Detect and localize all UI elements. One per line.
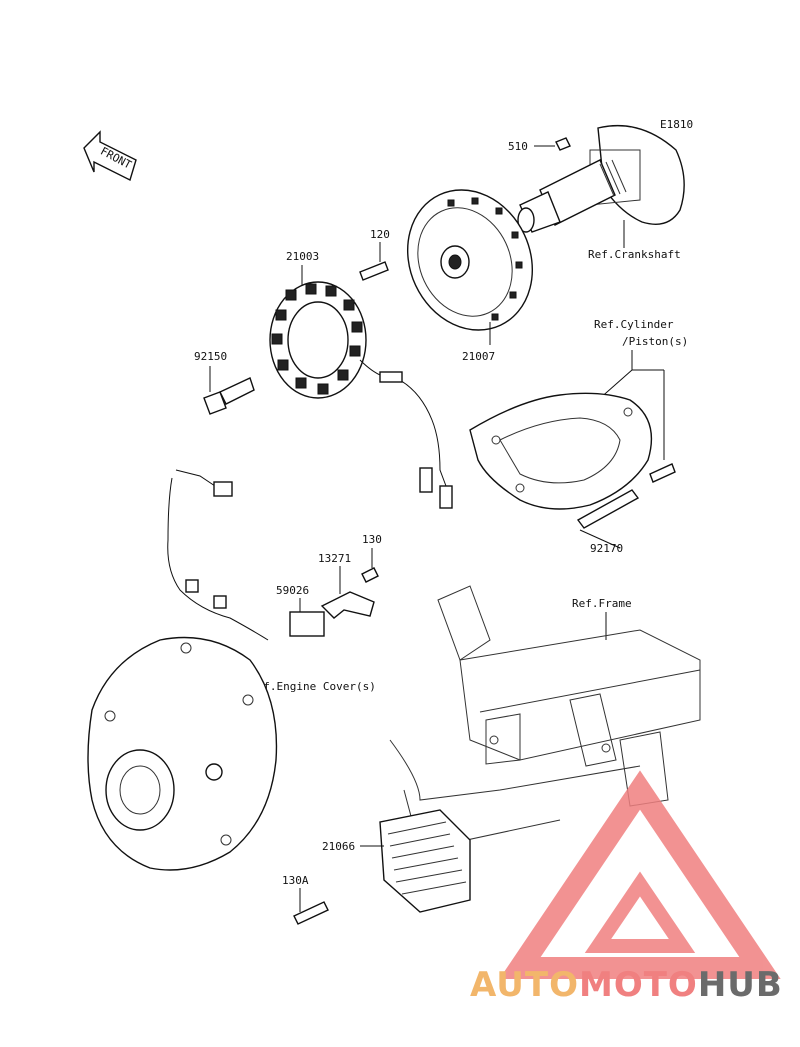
pickup-coil-drawing bbox=[289, 611, 325, 637]
engine-cover-drawing bbox=[87, 636, 278, 871]
cylinder-bolt bbox=[649, 463, 676, 483]
ref-crankshaft-label: Ref.Crankshaft bbox=[588, 248, 681, 261]
cylinder-drawing bbox=[469, 392, 653, 510]
part-label-130: 130 bbox=[362, 533, 382, 546]
bolt-92150-drawing bbox=[203, 377, 255, 415]
part-label-21007: 21007 bbox=[462, 350, 495, 363]
svg-text:AUTOMOTOHUB: AUTOMOTOHUB bbox=[470, 965, 783, 1005]
watermark-part-hub: HUB bbox=[698, 965, 783, 1005]
diagram-code: E1810 bbox=[660, 118, 693, 131]
harness-wire bbox=[167, 477, 269, 641]
stator-wire bbox=[359, 359, 447, 487]
wire-clamp bbox=[379, 371, 403, 383]
bolt-120-drawing bbox=[359, 261, 389, 281]
key-510-shape bbox=[555, 137, 571, 151]
front-arrow-icon: FRONT bbox=[83, 130, 137, 181]
bracket-13271-drawing bbox=[320, 591, 375, 619]
part-label-59026: 59026 bbox=[276, 584, 309, 597]
part-label-21003: 21003 bbox=[286, 250, 319, 263]
ref-frame-label: Ref.Frame bbox=[572, 597, 632, 610]
bolt-130a-drawing bbox=[293, 901, 329, 925]
part-label-13271: 13271 bbox=[318, 552, 351, 565]
part-label-130a: 130A bbox=[282, 874, 309, 887]
stud-92170-drawing bbox=[576, 489, 640, 529]
rotor-drawing bbox=[406, 189, 534, 331]
frame-drawing bbox=[389, 585, 701, 851]
ref-cylinder-label-1: Ref.Cylinder bbox=[594, 318, 674, 331]
regulator-drawing bbox=[379, 809, 471, 913]
stator-connector-b bbox=[439, 485, 453, 509]
ref-cylinder-label-2: /Piston(s) bbox=[622, 335, 688, 348]
crankshaft-drawing bbox=[517, 124, 685, 233]
harness-connector bbox=[213, 481, 233, 497]
ref-engine-cover-label: Ref.Engine Cover(s) bbox=[250, 680, 376, 693]
stator-drawing bbox=[269, 281, 367, 399]
watermark-logo bbox=[499, 770, 781, 979]
watermark-part-auto: AUTO bbox=[470, 965, 579, 1005]
part-label-120: 120 bbox=[370, 228, 390, 241]
part-label-21066: 21066 bbox=[322, 840, 355, 853]
stator-connector-a bbox=[419, 467, 433, 493]
watermark-text: AUTOMOTOHUB bbox=[470, 965, 783, 1005]
watermark-part-moto: MOTO bbox=[579, 965, 698, 1005]
bolt-130-drawing bbox=[361, 567, 379, 583]
part-label-92170: 92170 bbox=[590, 542, 623, 555]
part-label-510: 510 bbox=[508, 140, 528, 153]
part-label-92150: 92150 bbox=[194, 350, 227, 363]
